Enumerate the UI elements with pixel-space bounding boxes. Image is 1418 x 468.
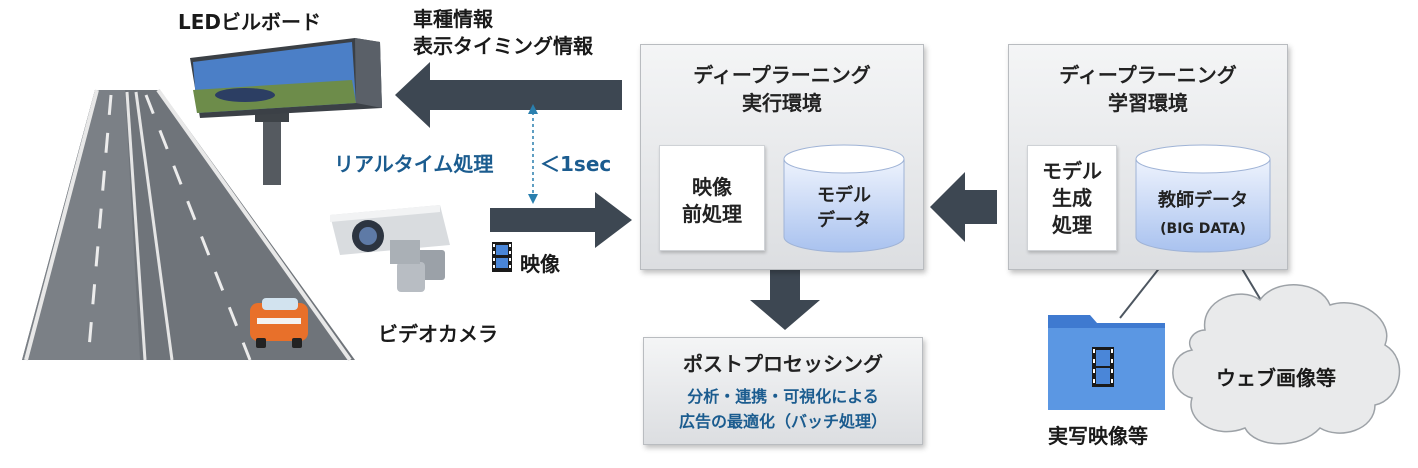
- info-line1: 車種情報: [413, 7, 493, 31]
- preprocess-line2: 前処理: [682, 202, 742, 226]
- camera-label: ビデオカメラ: [378, 322, 498, 346]
- camera-illustration: [330, 205, 450, 292]
- teacher-line2: (BIG DATA): [1160, 221, 1246, 237]
- gen-line3: 処理: [1052, 213, 1092, 237]
- exec-title-line1: ディープラーニング: [693, 63, 871, 87]
- car-illustration: [250, 298, 308, 348]
- model-line2: データ: [817, 210, 871, 231]
- billboard-label: LEDビルボード: [178, 10, 322, 34]
- model-data-label: モデル データ: [781, 183, 907, 233]
- info-label: 車種情報 表示タイミング情報: [413, 6, 593, 60]
- teacher-data-cylinder: [1135, 144, 1271, 253]
- learn-env-box: ディープラーニング 学習環境 モデル 生成 処理 教師データ (BIG DATA…: [1008, 44, 1288, 270]
- post-line2: 広告の最適化（バッチ処理）: [678, 412, 887, 431]
- exec-env-title: ディープラーニング 実行環境: [641, 61, 923, 117]
- video-label: 映像: [520, 252, 560, 276]
- preprocess-box: 映像 前処理: [659, 145, 765, 251]
- highway-illustration: [22, 88, 355, 362]
- arrow-learn-to-exec: [930, 172, 997, 242]
- info-line2: 表示タイミング情報: [413, 34, 593, 58]
- cloud-shape: [1172, 284, 1401, 445]
- gen-line1: モデル: [1042, 159, 1102, 183]
- post-description: 分析・連携・可視化による 広告の最適化（バッチ処理）: [644, 384, 922, 434]
- post-title: ポストプロセッシング: [683, 352, 883, 376]
- web-images-label: ウェブ画像等: [1216, 366, 1336, 390]
- learn-env-title: ディープラーニング 学習環境: [1009, 61, 1287, 117]
- billboard-illustration: [190, 38, 382, 185]
- exec-title-line2: 実行環境: [742, 91, 822, 115]
- learn-title-line2: 学習環境: [1108, 91, 1188, 115]
- post-processing-box: ポストプロセッシング 分析・連携・可視化による 広告の最適化（バッチ処理）: [643, 337, 923, 445]
- arrow-video-right: [490, 192, 632, 248]
- arrow-down-post: [750, 270, 820, 330]
- post-line1: 分析・連携・可視化による: [687, 387, 879, 406]
- teacher-data-label: 教師データ (BIG DATA): [1133, 187, 1273, 243]
- model-data-cylinder: [783, 144, 905, 253]
- gen-line2: 生成: [1052, 186, 1092, 210]
- latency-label: ＜1sec: [540, 152, 612, 176]
- learn-title-line1: ディープラーニング: [1059, 63, 1237, 87]
- preprocess-line1: 映像: [692, 175, 732, 199]
- folder-icon: [1048, 315, 1165, 410]
- model-line1: モデル: [817, 185, 871, 206]
- realtime-label: リアルタイム処理: [334, 152, 494, 176]
- teacher-line1: 教師データ: [1158, 190, 1248, 211]
- model-gen-box: モデル 生成 処理: [1027, 145, 1117, 251]
- realtime-dotted-arrow: [528, 104, 538, 204]
- arrow-info-left: [395, 62, 622, 128]
- real-footage-label: 実写映像等: [1048, 424, 1148, 448]
- exec-env-box: ディープラーニング 実行環境 映像 前処理 モデル データ: [640, 44, 924, 270]
- film-icon: [492, 242, 512, 272]
